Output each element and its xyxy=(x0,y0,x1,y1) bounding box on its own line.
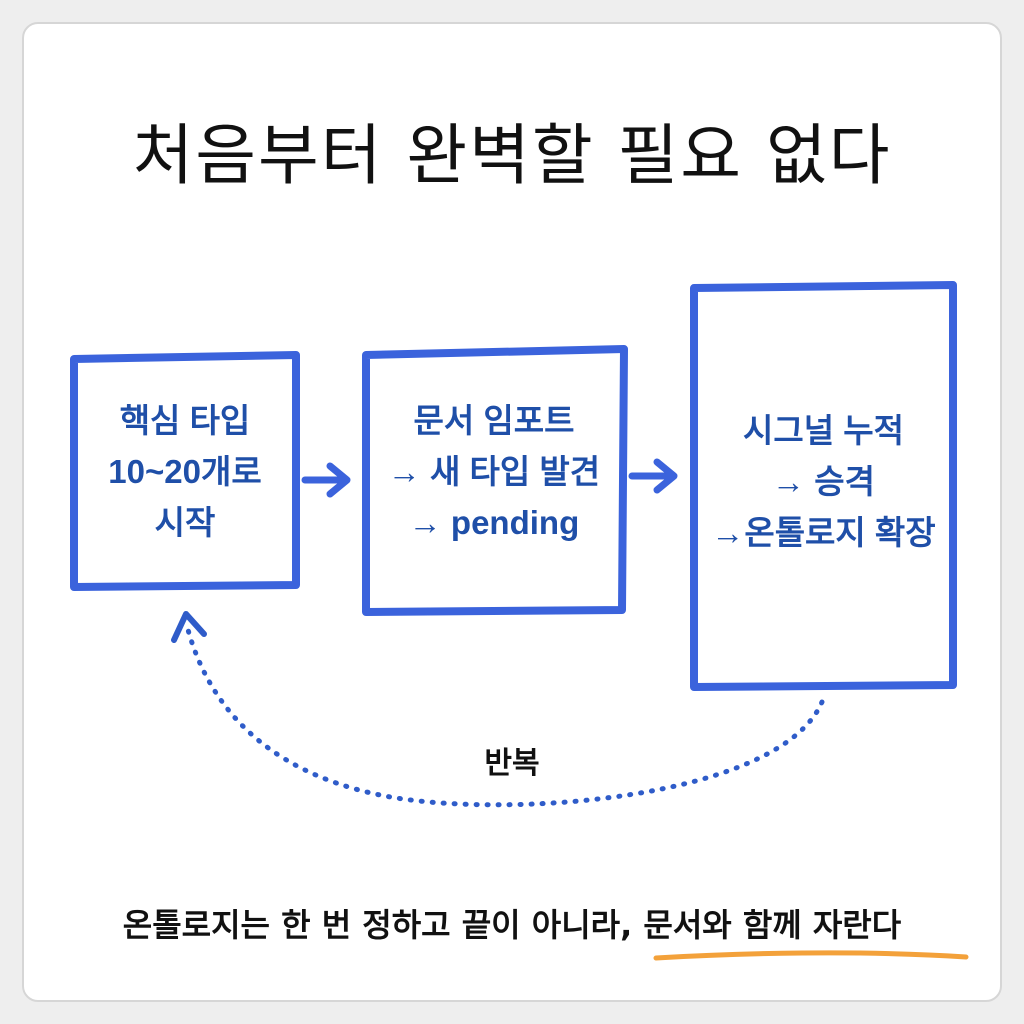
step-1-line-2: 10~20개로 xyxy=(108,453,262,490)
step-2-line-1: 문서 임포트 xyxy=(413,402,575,439)
step-2-text: 문서 임포트 → 새 타입 발견 → pending xyxy=(366,395,622,548)
step-3-line-3: →온톨로지 확장 xyxy=(711,514,936,551)
diagram-card xyxy=(22,22,1002,1002)
arrow-right-icon xyxy=(628,458,678,494)
step-3-line-1: 시그널 누적 xyxy=(743,412,904,449)
diagram-title: 처음부터 완벽할 필요 없다 xyxy=(132,117,892,194)
step-3-line-2: → 승격 xyxy=(772,463,875,500)
step-2-line-2: → 새 타입 발견 xyxy=(387,453,601,490)
loop-arrowhead-icon xyxy=(171,611,207,643)
step-1-text: 핵심 타입 10~20개로 시작 xyxy=(74,395,296,548)
step-2-line-3: → pending xyxy=(408,504,580,541)
loop-label: 반복 xyxy=(484,746,540,781)
step-1-line-3: 시작 xyxy=(154,504,216,541)
step-1-line-1: 핵심 타입 xyxy=(119,402,251,439)
step-box-2 xyxy=(362,345,628,616)
footer-highlight: 문서와 함께 자란다 xyxy=(643,906,902,944)
step-3-text: 시그널 누적 → 승격 →온톨로지 확장 xyxy=(694,405,953,558)
highlight-underline xyxy=(653,950,969,961)
step-box-1 xyxy=(70,351,300,591)
loop-arrow xyxy=(183,619,825,808)
arrow-right-icon xyxy=(301,462,351,498)
footer-caption: 온톨로지는 한 번 정하고 끝이 아니라, 문서와 함께 자란다 xyxy=(0,900,1024,946)
step-box-3 xyxy=(690,281,957,691)
footer-prefix: 온톨로지는 한 번 정하고 끝이 아니라, xyxy=(122,906,644,944)
